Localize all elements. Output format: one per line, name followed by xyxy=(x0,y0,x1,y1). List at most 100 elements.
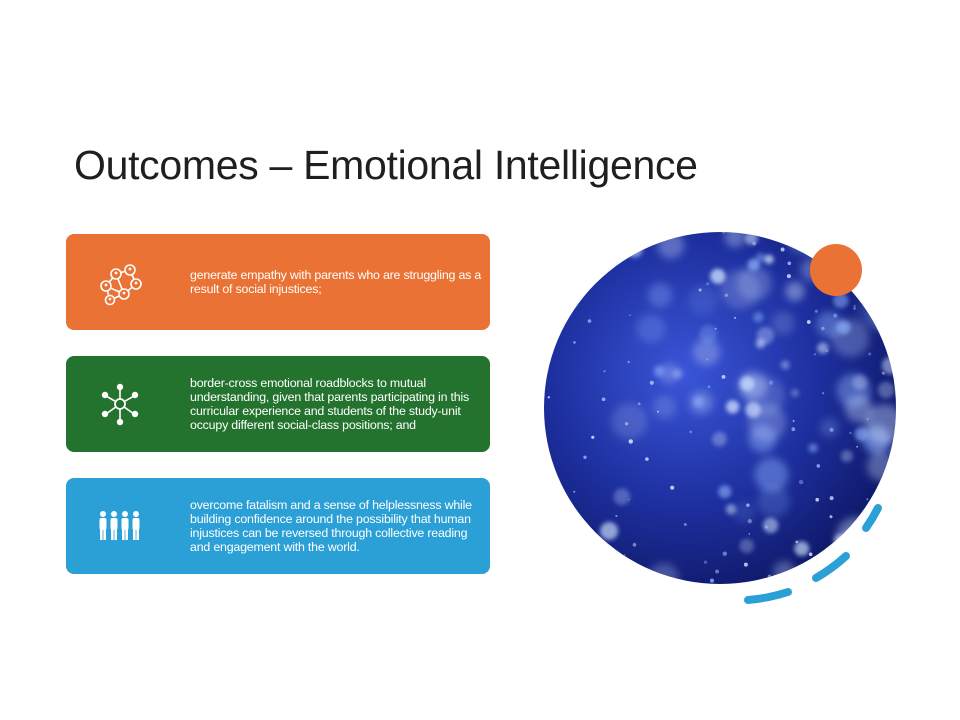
bokeh-light xyxy=(762,517,779,534)
bokeh-light xyxy=(866,498,869,501)
bokeh-light xyxy=(747,519,752,524)
bokeh-light xyxy=(745,402,761,418)
bokeh-light xyxy=(764,254,774,264)
bokeh-light xyxy=(721,375,726,379)
bokeh-light xyxy=(657,232,685,259)
bokeh-light xyxy=(734,316,736,319)
bokeh-light xyxy=(767,577,772,582)
bokeh-light xyxy=(627,360,630,364)
bokeh-light xyxy=(591,435,595,439)
bokeh-light xyxy=(825,349,829,353)
bokeh-light xyxy=(624,422,629,426)
bokeh-light xyxy=(852,374,868,390)
bokeh-circle-image xyxy=(544,228,896,604)
bokeh-light xyxy=(780,228,782,230)
bokeh-light xyxy=(795,540,799,544)
hub-people-icon xyxy=(101,383,139,426)
orange-dot xyxy=(810,244,862,296)
bokeh-light xyxy=(853,305,856,307)
bokeh-light xyxy=(815,497,819,502)
bokeh-light xyxy=(754,457,789,492)
bokeh-light xyxy=(652,395,676,420)
bokeh-light xyxy=(756,326,775,345)
bokeh-light xyxy=(889,291,892,293)
bokeh-light xyxy=(739,538,754,554)
bokeh-light xyxy=(868,260,882,274)
bokeh-light xyxy=(780,360,790,370)
bokeh-light xyxy=(548,303,551,306)
bokeh-light xyxy=(753,312,764,323)
bokeh-light xyxy=(798,479,804,485)
bokeh-light xyxy=(831,319,870,357)
bokeh-light xyxy=(718,485,732,499)
bokeh-light xyxy=(834,534,847,547)
bokeh-light xyxy=(877,381,895,399)
bokeh-light xyxy=(722,232,725,234)
bokeh-light xyxy=(794,541,810,557)
bokeh-light xyxy=(649,380,654,385)
bokeh-light xyxy=(856,445,859,448)
bokeh-light xyxy=(773,561,796,584)
bokeh-light xyxy=(573,341,576,344)
bokeh-light xyxy=(881,356,896,375)
bokeh-light xyxy=(653,365,665,377)
bokeh-light xyxy=(829,427,834,432)
bokeh-light xyxy=(806,320,811,324)
bokeh-light xyxy=(840,450,853,463)
bokeh-light xyxy=(786,274,791,279)
bokeh-light xyxy=(789,232,804,246)
network-people-icon xyxy=(100,264,142,306)
bokeh-light xyxy=(615,515,618,517)
bokeh-light xyxy=(791,427,796,432)
bokeh-light xyxy=(725,504,737,515)
bokeh-light xyxy=(636,314,666,343)
bokeh-light xyxy=(629,314,632,317)
bokeh-light xyxy=(648,563,679,584)
bokeh-light xyxy=(857,243,861,247)
bokeh-light xyxy=(743,562,748,567)
bokeh-light xyxy=(628,498,630,501)
dash-arc-3 xyxy=(744,588,792,604)
bokeh-light xyxy=(833,292,849,309)
bokeh-light xyxy=(888,514,896,529)
bokeh-light xyxy=(829,496,834,501)
bokeh-light xyxy=(726,400,740,414)
bokeh-light xyxy=(699,325,718,343)
bokeh-light xyxy=(878,232,890,241)
bokeh-light xyxy=(712,431,727,447)
bokeh-light xyxy=(857,292,894,329)
dash-arc-2 xyxy=(812,552,850,582)
bokeh-light xyxy=(768,380,774,385)
bokeh-light xyxy=(603,370,606,373)
bokeh-light xyxy=(724,232,746,248)
bokeh-light xyxy=(600,522,619,540)
bokeh-light xyxy=(693,338,721,366)
bokeh-light xyxy=(877,490,882,495)
bokeh-light xyxy=(822,392,825,395)
bokeh-light xyxy=(587,319,592,323)
bokeh-light xyxy=(746,503,750,507)
bokeh-light xyxy=(715,569,720,574)
bokeh-light xyxy=(583,455,587,459)
bokeh-light xyxy=(757,485,790,518)
bokeh-light xyxy=(785,281,805,301)
bokeh-light xyxy=(645,457,649,461)
bokeh-light xyxy=(875,305,886,316)
bokeh-light xyxy=(683,523,687,526)
bokeh-light xyxy=(688,285,718,315)
bokeh-light xyxy=(657,410,659,413)
bokeh-light xyxy=(868,352,872,356)
bokeh-light xyxy=(792,420,795,422)
bokeh-light xyxy=(736,265,772,301)
people-group-icon xyxy=(99,511,140,540)
slide-title: Outcomes – Emotional Intelligence xyxy=(74,142,698,188)
bokeh-light xyxy=(838,232,849,238)
bokeh-light xyxy=(813,353,817,356)
bokeh-light xyxy=(880,533,896,561)
bokeh-light xyxy=(771,311,795,335)
bokeh-light xyxy=(709,578,715,583)
bokeh-light xyxy=(816,464,821,468)
bokeh-light xyxy=(853,307,856,310)
bokeh-light xyxy=(748,533,751,535)
bokeh-light xyxy=(882,259,887,263)
